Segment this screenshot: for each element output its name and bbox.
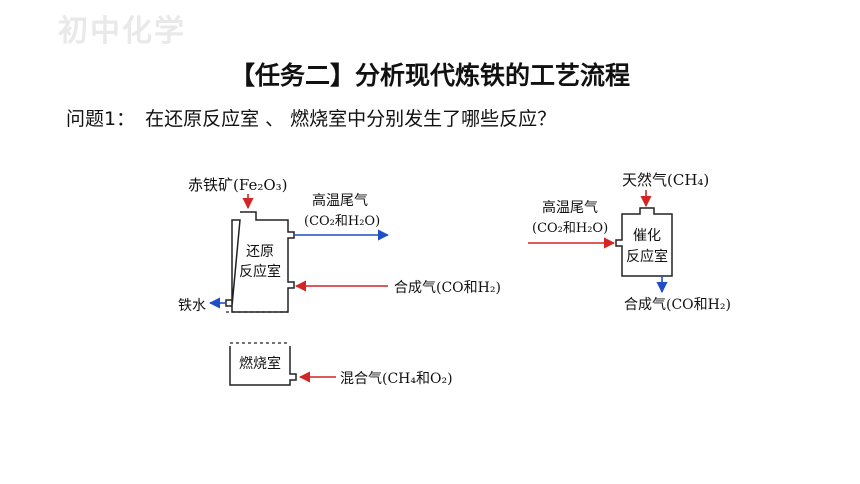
question-text: 在还原反应室 、 燃烧室中分别发生了哪些反应？ xyxy=(145,108,557,130)
catalytic-chamber-outline xyxy=(615,207,673,277)
combustion-chamber-label: 燃烧室 xyxy=(239,355,281,372)
tail-gas-formula-right: (CO₂和H₂O) xyxy=(532,221,608,236)
syngas-label-left: 合成气(CO和H₂) xyxy=(394,280,501,296)
natural-gas-label: 天然气(CH₄) xyxy=(622,171,709,189)
question: 问题1： 在还原反应室 、 燃烧室中分别发生了哪些反应？ xyxy=(66,104,556,131)
question-label: 问题1： xyxy=(66,108,136,130)
catalytic-chamber-label-line1: 催化 xyxy=(633,228,661,244)
tail-gas-label-left: 高温尾气 xyxy=(312,192,368,209)
page-title: 【任务二】分析现代炼铁的工艺流程 xyxy=(229,61,630,90)
watermark: 初中化学 xyxy=(58,14,186,49)
tail-gas-label-right: 高温尾气 xyxy=(542,199,598,216)
reduction-chamber-label-line1: 还原 xyxy=(246,244,274,260)
syngas-label-right: 合成气(CO和H₂) xyxy=(624,297,731,313)
combustion-chamber-outline xyxy=(229,346,297,386)
tail-gas-formula-left: (CO₂和H₂O) xyxy=(304,214,380,229)
molten-iron-label: 铁水 xyxy=(178,298,206,314)
hematite-label: 赤铁矿(Fe₂O₃) xyxy=(188,176,288,194)
reduction-chamber-outline xyxy=(225,211,295,313)
reduction-chamber-label-line2: 反应室 xyxy=(239,263,281,280)
catalytic-chamber-label-line2: 反应室 xyxy=(626,248,668,265)
mixed-gas-label: 混合气(CH₄和O₂) xyxy=(340,371,453,387)
